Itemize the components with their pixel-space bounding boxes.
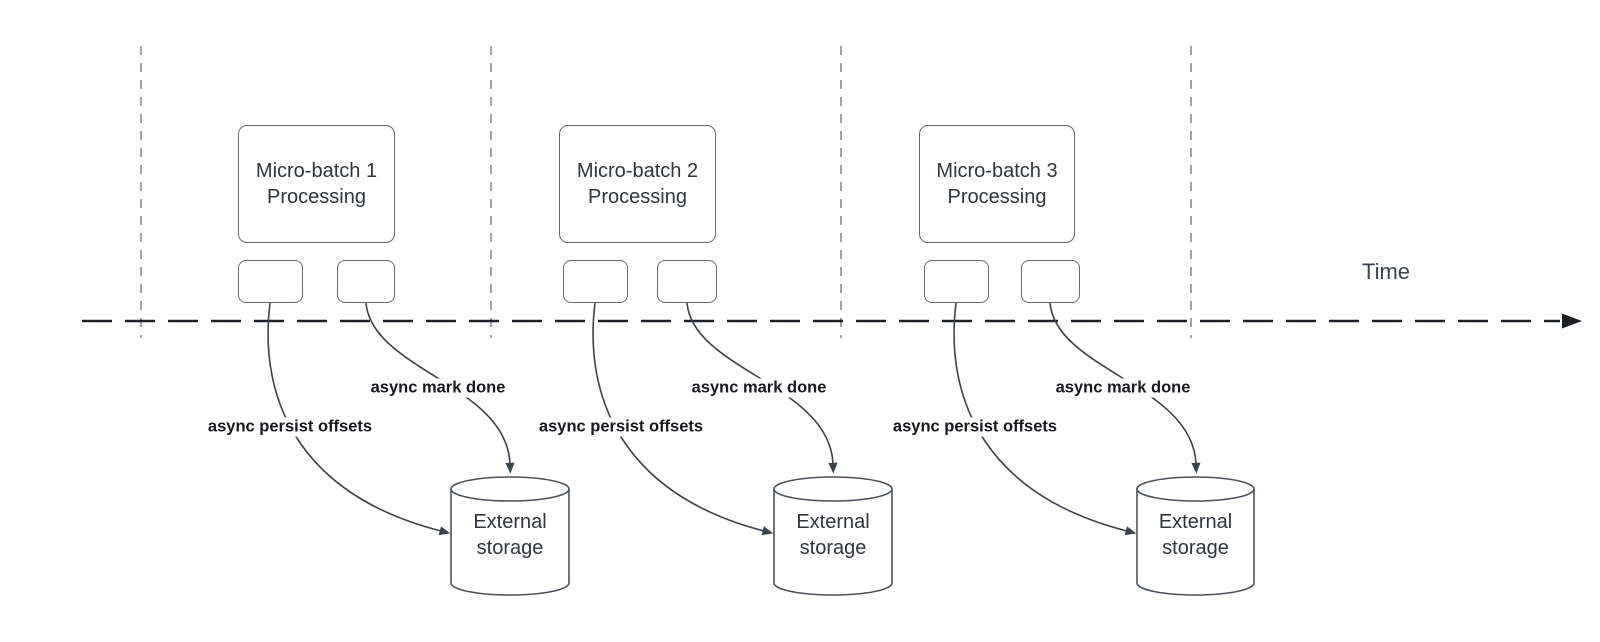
- external-storage-label: External storage: [1137, 495, 1254, 575]
- processing-box-title-line2: Processing: [588, 186, 687, 208]
- persist-offsets-label: async persist offsets: [204, 417, 376, 437]
- external-storage-label-line2: storage: [1162, 537, 1229, 559]
- processing-box-micro-batch-2: Micro-batch 2 Processing: [559, 125, 716, 243]
- batch-boundaries: [140, 46, 1192, 338]
- processing-box-title-line1: Micro-batch 3: [936, 160, 1058, 182]
- external-storage-label-line2: storage: [476, 537, 544, 559]
- task-box-mark-done: [657, 260, 717, 303]
- task-box-persist-offsets: [924, 260, 989, 303]
- external-storage-cylinder: [1136, 476, 1255, 596]
- external-storage-label-line1: External: [473, 510, 547, 533]
- time-axis-arrowhead-icon: [1562, 313, 1582, 329]
- time-axis: [82, 313, 1582, 329]
- processing-box-title-line1: Micro-batch 1: [255, 160, 378, 182]
- external-storage-label-line2: storage: [799, 537, 867, 559]
- processing-box-title-line1: Micro-batch 2: [576, 160, 699, 182]
- external-storage-label: External storage: [774, 495, 892, 575]
- task-box-mark-done: [1021, 260, 1080, 303]
- processing-box-micro-batch-3: Micro-batch 3 Processing: [919, 125, 1075, 243]
- time-axis-label: Time: [1361, 259, 1411, 284]
- external-storage-label: External storage: [451, 495, 569, 575]
- persist-offsets-arrow: [267, 302, 451, 536]
- persist-offsets-label: async persist offsets: [889, 417, 1061, 437]
- mark-done-label: async mark done: [1052, 378, 1194, 398]
- task-box-persist-offsets: [238, 260, 303, 303]
- persist-offsets-label: async persist offsets: [535, 417, 707, 437]
- external-storage-cylinder: [450, 476, 570, 596]
- processing-box-title-line2: Processing: [267, 186, 366, 208]
- mark-done-label: async mark done: [367, 378, 509, 398]
- persist-offsets-arrow: [953, 302, 1137, 536]
- task-box-mark-done: [337, 260, 395, 303]
- persist-offsets-arrow: [592, 302, 774, 536]
- processing-box-title-line2: Processing: [947, 186, 1047, 208]
- task-box-persist-offsets: [563, 260, 628, 303]
- processing-box-micro-batch-1: Micro-batch 1 Processing: [238, 125, 395, 243]
- external-storage-cylinder: [773, 476, 893, 596]
- external-storage-label-line1: External: [796, 510, 870, 533]
- mark-done-label: async mark done: [688, 378, 830, 398]
- external-storage-label-line1: External: [1158, 510, 1233, 533]
